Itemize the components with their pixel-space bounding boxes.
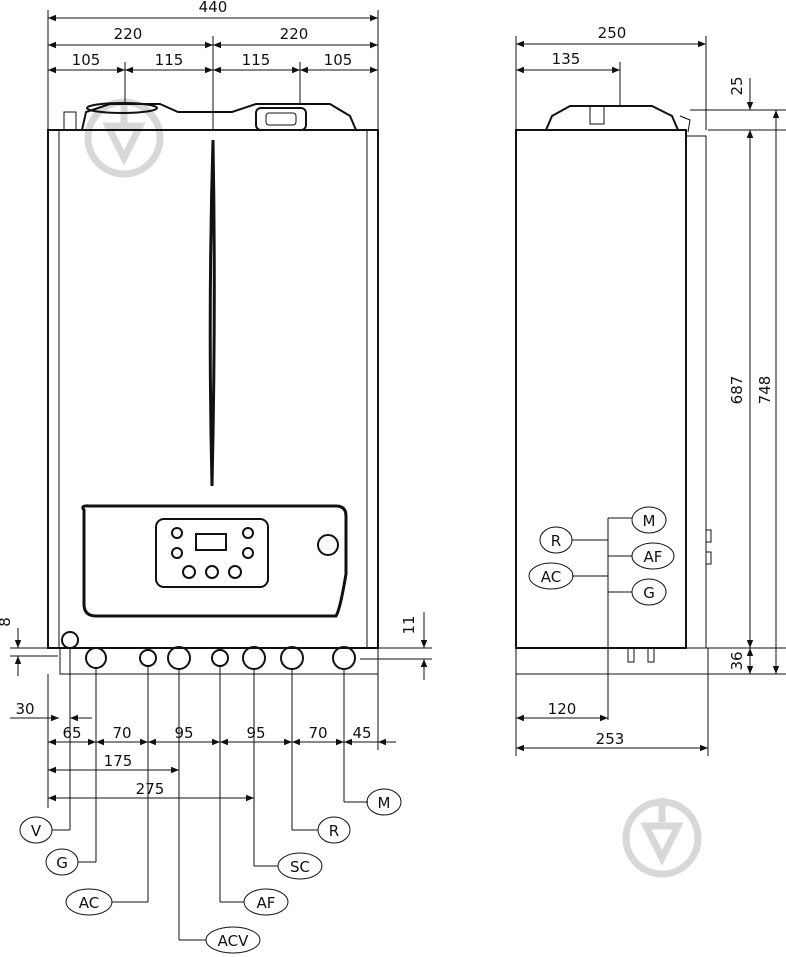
callout-front-r: R (317, 816, 351, 844)
svg-text:SC: SC (290, 858, 310, 876)
svg-text:R: R (329, 822, 339, 840)
callout-front-m: M (366, 788, 402, 816)
watermark-logo-bottom (622, 798, 702, 878)
dim-front-bottom-95b: 95 (246, 724, 265, 742)
svg-text:AF: AF (644, 548, 663, 566)
dim-front-bottom-45: 45 (352, 724, 371, 742)
svg-text:ACV: ACV (218, 932, 249, 950)
callout-front-sc: SC (277, 852, 323, 880)
front-dimension-lines (10, 10, 432, 941)
dim-front-bottom-65: 65 (62, 724, 81, 742)
dim-front-left-8: 8 (0, 617, 14, 627)
side-dimension-lines (515, 36, 786, 756)
dim-front-top-3: 115 (242, 51, 271, 69)
svg-text:AF: AF (257, 894, 276, 912)
callout-side-r: R (539, 526, 573, 554)
dim-front-bottom-30: 30 (15, 700, 34, 718)
side-view (515, 105, 712, 675)
dim-side-conn-120: 120 (548, 700, 577, 718)
dim-front-bottom-275: 275 (136, 780, 165, 798)
callout-side-af: AF (631, 542, 675, 570)
callout-side-ac: AC (528, 562, 574, 590)
dim-front-bottom-70a: 70 (112, 724, 131, 742)
svg-text:V: V (31, 822, 42, 840)
callout-front-ac: AC (65, 888, 113, 916)
dim-side-offset: 135 (552, 50, 581, 68)
svg-text:G: G (643, 584, 655, 602)
dim-front-right-11: 11 (400, 615, 418, 634)
svg-text:M: M (643, 512, 656, 530)
dim-front-top-4: 105 (324, 51, 353, 69)
dim-side-width: 250 (598, 24, 627, 42)
dim-front-half-left: 220 (114, 25, 143, 43)
callout-side-g: G (631, 578, 667, 606)
dim-front-top-2: 115 (155, 51, 184, 69)
dim-side-height-687: 687 (728, 376, 746, 405)
dim-front-bottom-70b: 70 (308, 724, 327, 742)
dim-side-bottom-36: 36 (728, 651, 746, 670)
svg-text:G: G (56, 854, 68, 872)
dim-front-bottom-95a: 95 (174, 724, 193, 742)
dim-front-half-right: 220 (280, 25, 309, 43)
callout-front-g: G (45, 848, 79, 876)
svg-text:AC: AC (541, 568, 561, 586)
callout-front-v: V (19, 816, 53, 844)
svg-text:AC: AC (79, 894, 99, 912)
callout-side-m: M (631, 506, 667, 534)
dim-side-height-748: 748 (756, 376, 774, 405)
front-view (47, 102, 379, 675)
dim-front-bottom-175: 175 (104, 752, 133, 770)
callout-front-af: AF (243, 888, 289, 916)
svg-text:R: R (551, 532, 561, 550)
dim-side-depth-253: 253 (596, 730, 625, 748)
dim-front-total-width: 440 (199, 0, 228, 16)
dim-front-top-1: 105 (72, 51, 101, 69)
dim-side-top-25: 25 (728, 76, 746, 95)
callout-front-acv: ACV (205, 926, 261, 954)
svg-text:M: M (378, 794, 391, 812)
